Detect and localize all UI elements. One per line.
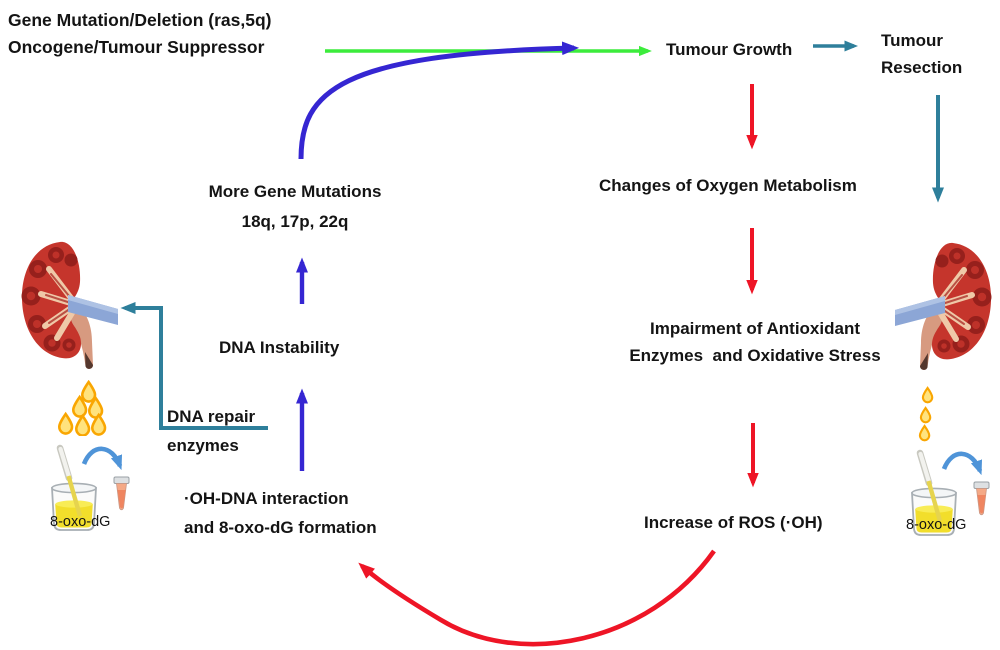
tumour-resection-line2: Resection [881, 58, 963, 77]
node-impairment: Impairment of Antioxidant Enzymes and Ox… [585, 315, 925, 369]
impairment-line1: Impairment of Antioxidant [650, 319, 860, 338]
node-oh-dna: ·OH-DNA interaction and 8-oxo-dG formati… [184, 484, 377, 542]
node-dna-repair-enzymes: DNA repair enzymes [167, 402, 255, 460]
gene-mutation-line1: Gene Mutation/Deletion (ras,5q) [8, 10, 272, 30]
urine-drops-icon [58, 380, 107, 436]
node-tumour-resection: Tumour Resection [881, 27, 962, 81]
urine-drops-icon [918, 386, 934, 442]
impairment-line2: Enzymes and Oxidative Stress [629, 346, 881, 365]
label-8oxodg-left: 8-oxo-dG [50, 514, 111, 530]
oh-dna-line2: and 8-oxo-dG formation [184, 518, 377, 537]
node-more-mutations: More Gene Mutations 18q, 17p, 22q [180, 177, 410, 237]
label-8oxodg-right: 8-oxo-dG [906, 517, 967, 533]
node-ros-increase: Increase of ROS (·OH) [644, 513, 823, 532]
oh-dna-line1: ·OH-DNA interaction [184, 489, 349, 508]
kidney-icon-mirrored [893, 238, 997, 380]
tumour-resection-line1: Tumour [881, 31, 944, 50]
dna-repair-line2: enzymes [167, 436, 239, 455]
node-oxygen-metabolism: Changes of Oxygen Metabolism [599, 176, 857, 195]
node-dna-instability: DNA Instability [219, 338, 340, 357]
more-mutations-line1: More Gene Mutations [208, 182, 382, 201]
gene-mutation-line2: Oncogene/Tumour Suppressor [8, 37, 265, 57]
arrow-ros-to-ohdna-curve [358, 549, 716, 647]
more-mutations-line2: 18q, 17p, 22q [241, 212, 349, 231]
kidney-icon [18, 238, 118, 378]
dna-repair-line1: DNA repair [167, 407, 256, 426]
kidney-icon [22, 242, 119, 369]
node-tumour-growth: Tumour Growth [666, 40, 793, 59]
node-gene-mutation: Gene Mutation/Deletion (ras,5q) Oncogene… [8, 7, 272, 61]
arrow-feedback-mutations-to-growth [298, 41, 580, 160]
